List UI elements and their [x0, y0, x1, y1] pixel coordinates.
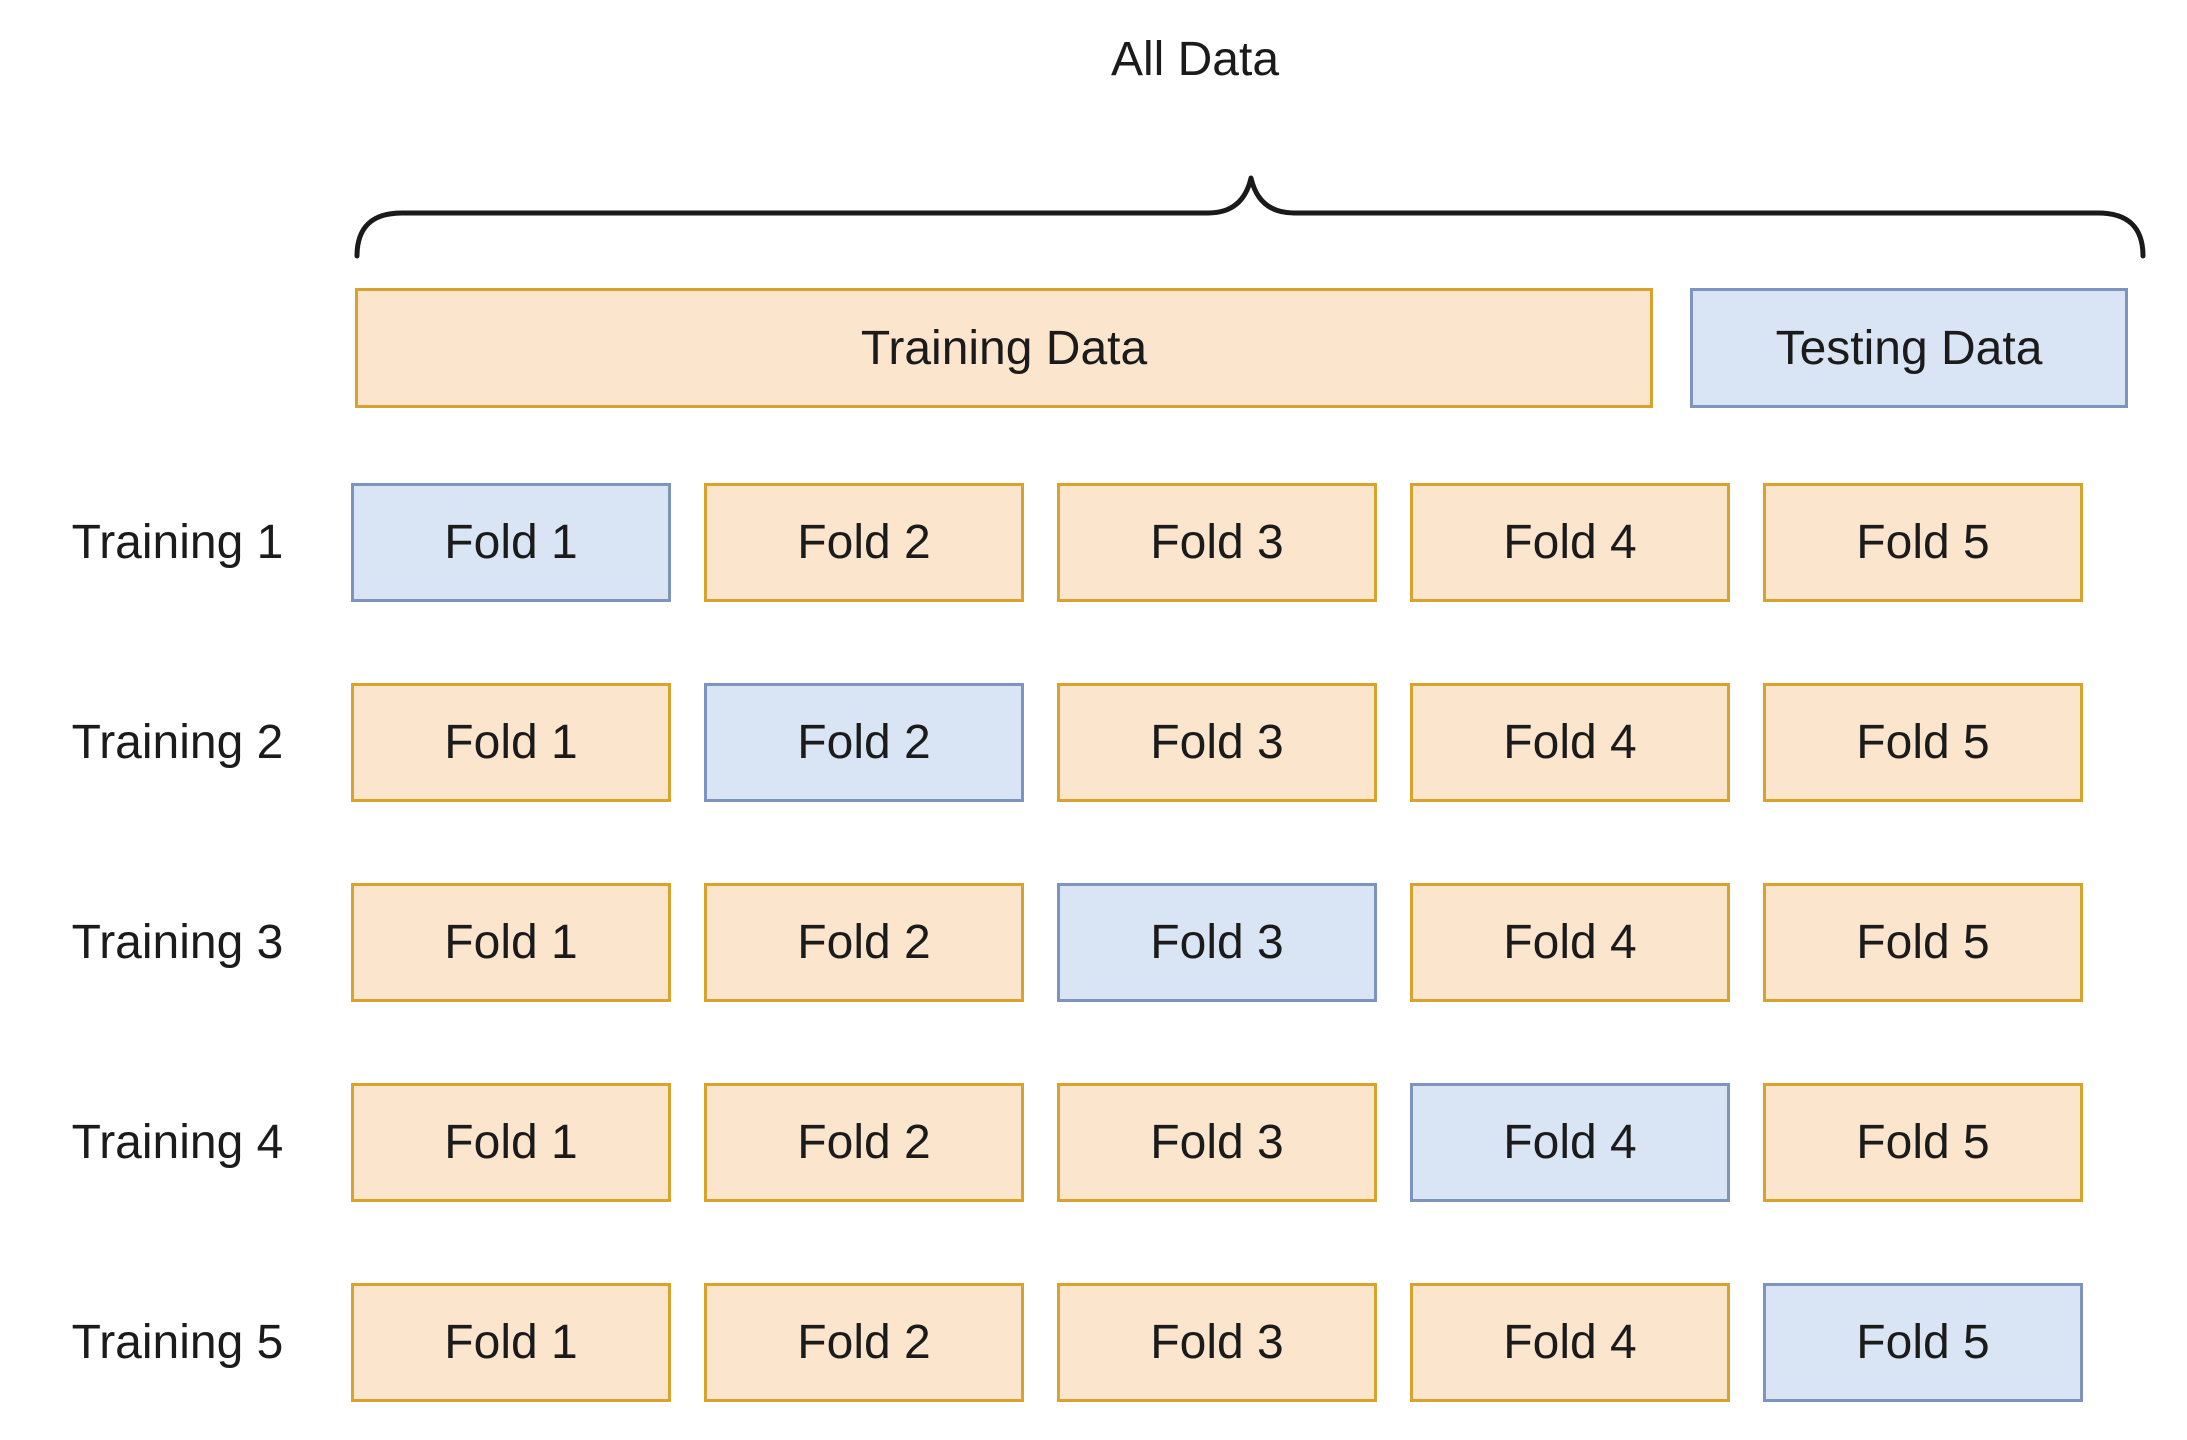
training-data-box: Training Data — [355, 288, 1653, 408]
fold-box-training: Fold 1 — [351, 683, 671, 802]
fold-box-training: Fold 5 — [1763, 483, 2083, 602]
brace-path — [354, 175, 2146, 259]
cv-row-2: Training 2 Fold 1 Fold 2 Fold 3 Fold 4 Fold 5 — [0, 683, 2187, 802]
row-label-training-4: Training 4 — [71, 1116, 284, 1169]
fold-box-training: Fold 1 — [351, 883, 671, 1002]
fold-box-training: Fold 3 — [1057, 1083, 1377, 1202]
cv-row-1: Training 1 Fold 1 Fold 2 Fold 3 Fold 4 Fold 5 — [0, 483, 2187, 602]
fold-box-validation: Fold 3 — [1057, 883, 1377, 1002]
fold-box-training: Fold 4 — [1410, 1283, 1730, 1402]
fold-box-training: Fold 1 — [351, 1083, 671, 1202]
row-label-training-2: Training 2 — [71, 716, 284, 769]
fold-box-training: Fold 5 — [1763, 683, 2083, 802]
fold-box-training: Fold 2 — [704, 1083, 1024, 1202]
fold-box-validation: Fold 1 — [351, 483, 671, 602]
row-label-training-3: Training 3 — [71, 916, 284, 969]
fold-box-validation: Fold 2 — [704, 683, 1024, 802]
row-label-training-5: Training 5 — [71, 1316, 284, 1369]
fold-box-training: Fold 4 — [1410, 683, 1730, 802]
fold-box-training: Fold 2 — [704, 883, 1024, 1002]
cv-row-3: Training 3 Fold 1 Fold 2 Fold 3 Fold 4 Fold 5 — [0, 883, 2187, 1002]
fold-box-validation: Fold 5 — [1763, 1283, 2083, 1402]
cv-row-5: Training 5 Fold 1 Fold 2 Fold 3 Fold 4 Fold 5 — [0, 1283, 2187, 1402]
fold-box-training: Fold 3 — [1057, 1283, 1377, 1402]
fold-box-training: Fold 5 — [1763, 1083, 2083, 1202]
fold-box-training: Fold 2 — [704, 483, 1024, 602]
fold-box-training: Fold 5 — [1763, 883, 2083, 1002]
fold-box-training: Fold 1 — [351, 1283, 671, 1402]
fold-box-training: Fold 4 — [1410, 883, 1730, 1002]
fold-box-training: Fold 3 — [1057, 683, 1377, 802]
row-label-training-1: Training 1 — [71, 516, 284, 569]
fold-box-training: Fold 2 — [704, 1283, 1024, 1402]
testing-data-box: Testing Data — [1690, 288, 2128, 408]
cv-row-4: Training 4 Fold 1 Fold 2 Fold 3 Fold 4 Fold 5 — [0, 1083, 2187, 1202]
fold-box-training: Fold 4 — [1410, 483, 1730, 602]
fold-box-validation: Fold 4 — [1410, 1083, 1730, 1202]
all-data-title: All Data — [1110, 33, 1280, 86]
fold-box-training: Fold 3 — [1057, 483, 1377, 602]
